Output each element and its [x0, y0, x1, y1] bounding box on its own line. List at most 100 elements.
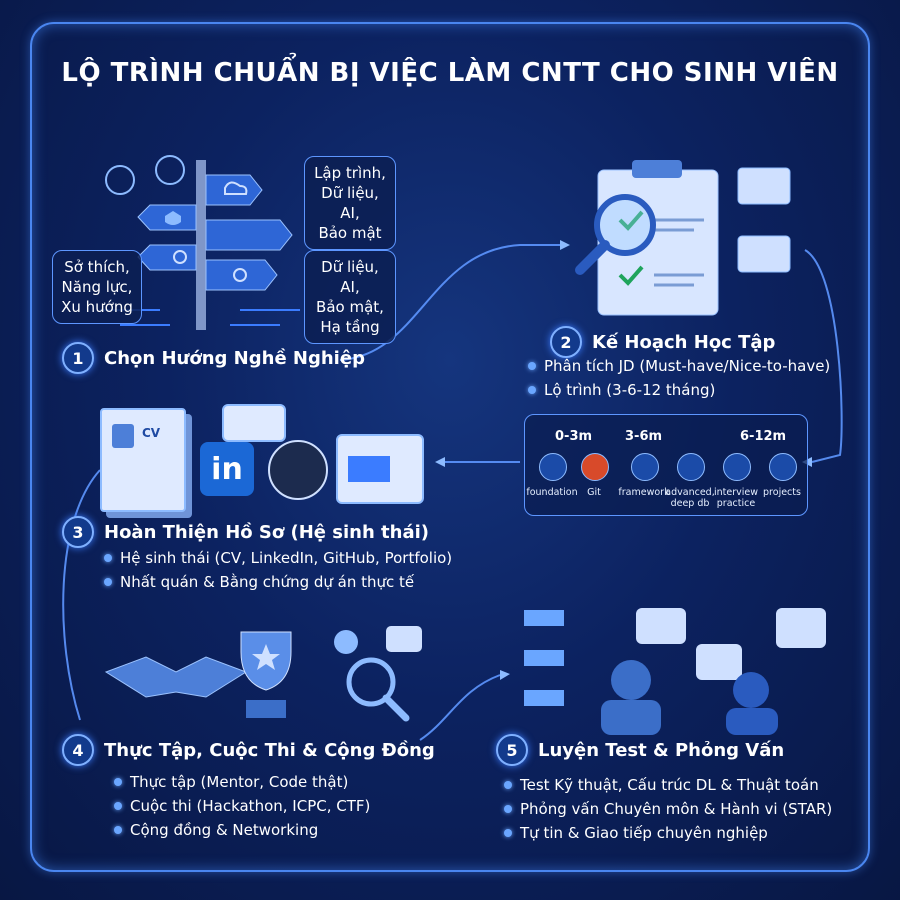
bullet-item: Hệ sinh thái (CV, LinkedIn, GitHub, Port… — [104, 546, 452, 570]
bullet-text: Cuộc thi (Hackathon, ICPC, CTF) — [130, 797, 371, 815]
candidate-body — [726, 708, 778, 735]
step-number-badge: 4 — [62, 734, 94, 766]
phase-label: 3-6m — [625, 429, 663, 444]
step-number-badge: 1 — [62, 342, 94, 374]
clipboard-illustration — [575, 160, 791, 316]
step-4-title: 4 Thực Tập, Cuộc Thi & Cộng Đồng — [62, 734, 435, 766]
bubble-line: Hạ tầng — [320, 318, 380, 336]
portfolio-screen — [348, 456, 390, 482]
sign-left-2 — [137, 244, 197, 271]
trophy-base — [246, 700, 286, 718]
interview-icon — [723, 453, 751, 481]
step-1-title: 1 Chọn Hướng Nghề Nghiệp — [62, 342, 365, 374]
arrowhead-1 — [560, 240, 570, 250]
bullet-text: Hệ sinh thái (CV, LinkedIn, GitHub, Port… — [120, 549, 453, 567]
bullet-text: Thực tập (Mentor, Code thật) — [130, 773, 349, 791]
study-timeline: 0-3m 3-6m 6-12m foundation Git framework… — [524, 414, 808, 516]
bubble-line: Sở thích, — [64, 258, 130, 276]
bubble-line: Năng lực, — [61, 278, 133, 296]
cv-document-icon: CV — [100, 408, 186, 512]
signpost-illustration — [100, 155, 300, 330]
timeline-label: foundation — [526, 487, 578, 498]
arrowhead-4 — [500, 670, 510, 680]
bullet-item: Cuộc thi (Hackathon, ICPC, CTF) — [114, 794, 370, 818]
connector-4-5 — [419, 674, 501, 741]
bullet-dot — [114, 778, 122, 786]
star-bubble-icon — [776, 608, 826, 648]
bullet-dot — [504, 805, 512, 813]
shield-icon — [165, 211, 181, 225]
bubble-line: Dữ liệu, AI, — [321, 184, 379, 222]
bubble-career-fields: Lập trình, Dữ liệu, AI, Bảo mật — [304, 156, 396, 250]
star-icon — [252, 644, 280, 670]
flowchart-node — [524, 690, 564, 706]
page-title: LỘ TRÌNH CHUẨN BỊ VIỆC LÀM CNTT CHO SINH… — [61, 58, 839, 88]
bullet-item: Tự tin & Giao tiếp chuyên nghiệp — [504, 821, 832, 845]
step-3-bullets: Hệ sinh thái (CV, LinkedIn, GitHub, Port… — [104, 546, 452, 594]
bullet-dot — [104, 554, 112, 562]
sign-right-3 — [205, 259, 278, 291]
bullet-text: Phân tích JD (Must-have/Nice-to-have) — [544, 357, 831, 375]
brain-icon-2 — [155, 155, 185, 185]
step-title-text: Kế Hoạch Học Tập — [592, 331, 776, 353]
connector-2-timeline — [804, 249, 843, 463]
linkedin-text: in — [211, 451, 243, 487]
profile-card-icon — [737, 167, 791, 205]
bullet-dot — [114, 802, 122, 810]
bullet-item: Cộng đồng & Networking — [114, 818, 370, 842]
bullet-item: Nhất quán & Bằng chứng dự án thực tế — [104, 570, 452, 594]
step-2-title: 2 Kế Hoạch Học Tập — [550, 326, 775, 358]
step-number-badge: 3 — [62, 516, 94, 548]
foundation-icon — [539, 453, 567, 481]
chat-bubble-icon — [222, 404, 286, 442]
brain-icon — [105, 165, 135, 195]
question-bubble-icon-2 — [696, 644, 742, 680]
cv-label: CV — [142, 426, 161, 440]
step-5-title: 5 Luyện Test & Phỏng Vấn — [496, 734, 784, 766]
question-bubble-icon — [636, 608, 686, 644]
bullet-dot — [528, 362, 536, 370]
bubble-line: Bảo mật, — [316, 298, 384, 316]
bullet-item: Thực tập (Mentor, Code thật) — [114, 770, 370, 794]
git-icon — [581, 453, 609, 481]
bullet-item: Phân tích JD (Must-have/Nice-to-have) — [528, 354, 830, 378]
bubble-line: Bảo mật — [318, 224, 382, 242]
gear-icon-2 — [233, 268, 247, 282]
step-number-badge: 5 — [496, 734, 528, 766]
bullet-dot — [504, 781, 512, 789]
timeline-label-line: practice — [716, 498, 756, 509]
bullet-text: Cộng đồng & Networking — [130, 821, 319, 839]
step-title-text: Luyện Test & Phỏng Vấn — [538, 739, 785, 761]
interviewer-icon — [611, 660, 651, 700]
document-card-icon — [737, 235, 791, 273]
github-icon — [268, 440, 328, 500]
step-title-text: Chọn Hướng Nghề Nghiệp — [104, 347, 365, 369]
timeline-label: projects — [763, 487, 801, 498]
magnifier-handle — [382, 694, 410, 722]
outer-frame — [30, 22, 870, 872]
bullet-dot — [104, 578, 112, 586]
cloud-icon — [224, 181, 248, 195]
bullet-item: Lộ trình (3-6-12 tháng) — [528, 378, 830, 402]
bubble-interests: Sở thích, Năng lực, Xu hướng — [52, 250, 142, 324]
bullet-text: Nhất quán & Bằng chứng dự án thực tế — [120, 573, 415, 591]
bullet-dot — [114, 826, 122, 834]
check-icon — [618, 210, 644, 286]
bubble-line: Dữ liệu, AI, — [321, 258, 379, 296]
timeline-label-line: interview — [713, 487, 758, 498]
portfolio-window-icon — [336, 434, 424, 504]
text-lines — [654, 218, 704, 287]
bullet-dot — [504, 829, 512, 837]
bullet-text: Tự tin & Giao tiếp chuyên nghiệp — [520, 824, 768, 842]
step-3-title: 3 Hoàn Thiện Hồ Sơ (Hệ sinh thái) — [62, 516, 429, 548]
timeline-label: Git — [587, 487, 601, 498]
magnifier-icon — [594, 194, 656, 256]
timeline-label-line: advanced, — [665, 487, 715, 498]
interviewer-body — [601, 700, 661, 735]
signpost-pole — [196, 160, 206, 330]
bubble-line: Lập trình, — [314, 164, 386, 182]
cv-photo-icon — [112, 424, 134, 448]
phase-label: 6-12m — [740, 429, 787, 444]
magnifier-handle — [575, 240, 610, 275]
